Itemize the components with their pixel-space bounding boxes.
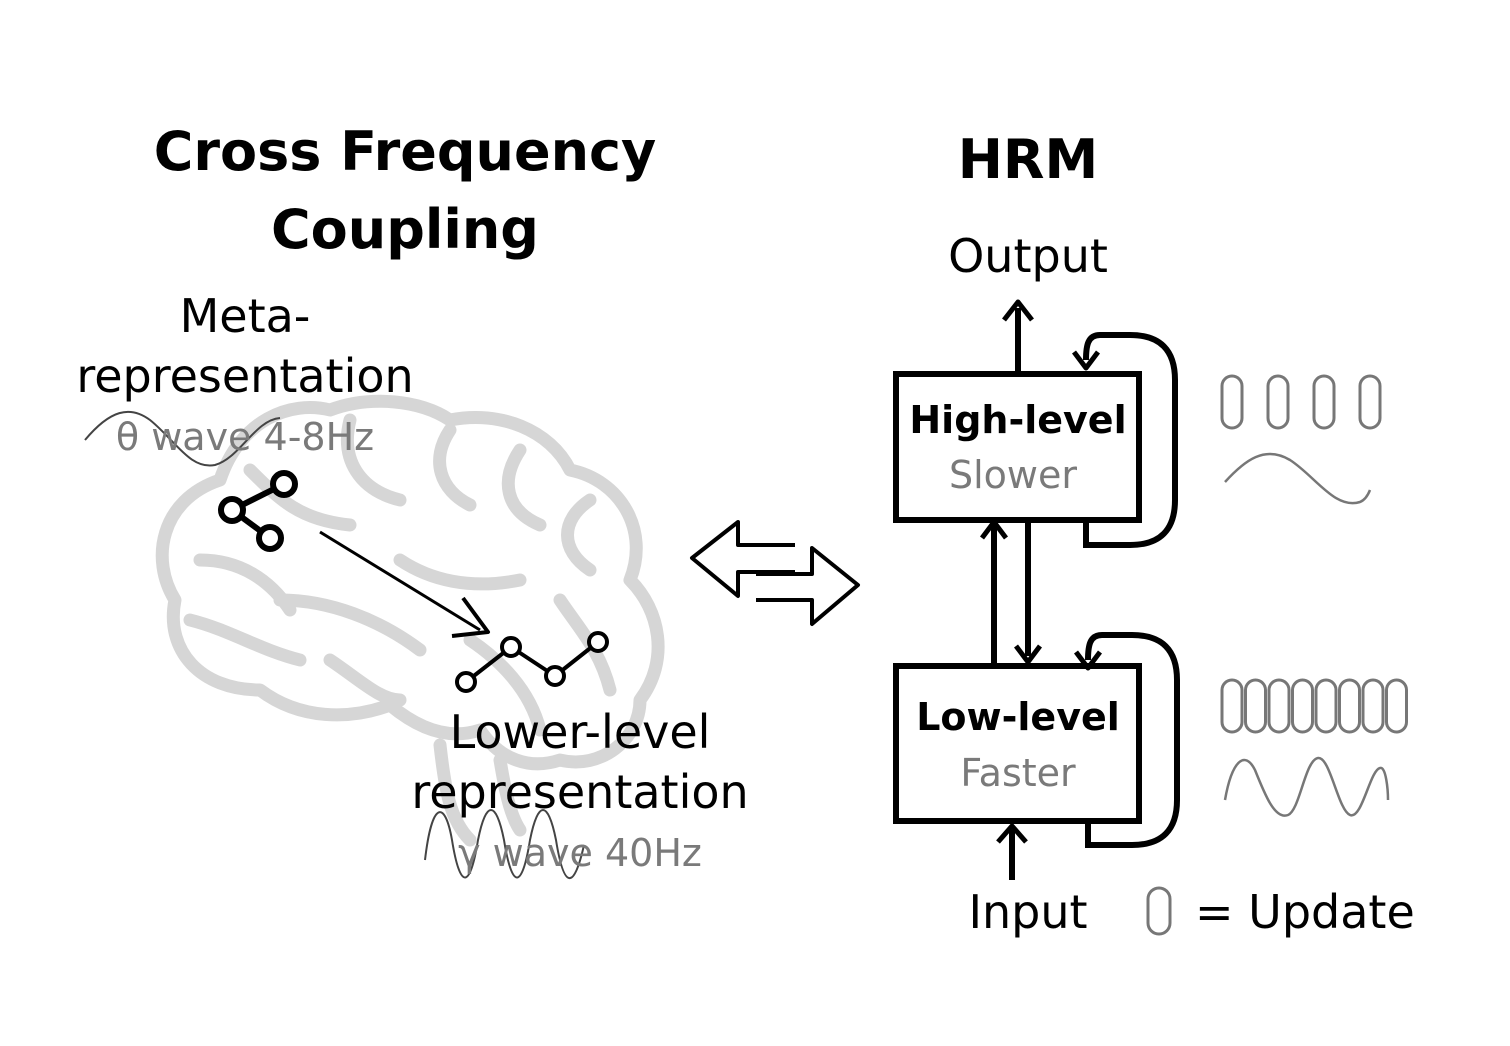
lower-label-line1: Lower-level bbox=[450, 705, 711, 759]
low-level-update-markers bbox=[1220, 678, 1408, 734]
update-marker bbox=[1291, 678, 1314, 734]
update-marker bbox=[1385, 678, 1408, 734]
update-legend-icon bbox=[1146, 886, 1172, 936]
theta-label: θ wave 4-8Hz bbox=[116, 415, 374, 459]
update-marker bbox=[1267, 678, 1291, 734]
slow-wave bbox=[1224, 452, 1372, 505]
low-level-subtitle: Faster bbox=[960, 751, 1076, 795]
hrm-title: HRM bbox=[958, 128, 1099, 191]
share-nodes-icon bbox=[218, 470, 298, 552]
projection-arrow bbox=[319, 530, 490, 638]
gamma-label: γ wave 40Hz bbox=[458, 831, 702, 875]
update-marker bbox=[1314, 678, 1338, 734]
high-level-subtitle: Slower bbox=[949, 453, 1077, 497]
update-legend-label: = Update bbox=[1195, 885, 1415, 939]
update-marker bbox=[1266, 374, 1290, 430]
update-marker bbox=[1244, 678, 1267, 734]
update-marker bbox=[1220, 678, 1244, 734]
high-level-update-markers bbox=[1220, 374, 1382, 430]
fast-wave bbox=[1223, 756, 1390, 817]
update-marker bbox=[1358, 374, 1382, 430]
update-marker bbox=[1220, 374, 1244, 430]
high-level-loop bbox=[1083, 332, 1178, 548]
update-marker bbox=[1361, 678, 1385, 734]
meta-label-line2: representation bbox=[76, 349, 413, 403]
left-title-line2: Coupling bbox=[271, 198, 539, 261]
gamma-wave bbox=[424, 809, 585, 880]
update-marker bbox=[1338, 678, 1361, 734]
low-level-box bbox=[893, 663, 1142, 824]
line-chart-icon bbox=[455, 631, 609, 693]
left-title-line1: Cross Frequency bbox=[154, 120, 657, 183]
output-label: Output bbox=[948, 229, 1108, 283]
bidirectional-arrow-icon bbox=[690, 520, 860, 626]
lower-label-line2: representation bbox=[411, 765, 748, 819]
theta-wave bbox=[84, 410, 281, 467]
low-level-title: Low-level bbox=[916, 695, 1120, 739]
low-level-loop bbox=[1085, 632, 1180, 848]
update-marker bbox=[1312, 374, 1336, 430]
meta-label-line1: Meta- bbox=[180, 289, 311, 343]
high-level-title: High-level bbox=[909, 398, 1126, 442]
input-label: Input bbox=[968, 885, 1087, 939]
high-level-box bbox=[893, 371, 1142, 523]
